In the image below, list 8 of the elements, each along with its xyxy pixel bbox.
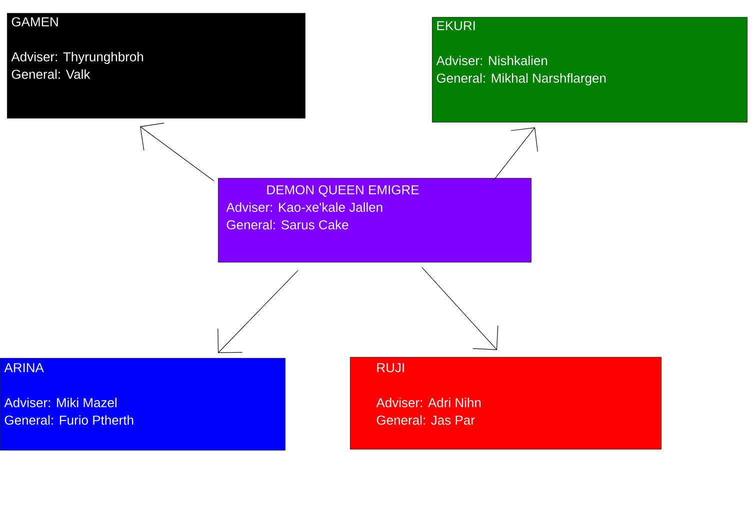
arrow: [422, 267, 498, 350]
faction-box: DEMON QUEEN EMIGRE Adviser: Kao-xe'kale Jallen General: Sarus Cake: [218, 178, 532, 262]
faction-box: GAMEN Adviser: Thyrunghbroh General: Valk: [7, 13, 306, 118]
faction-box: EKURI Adviser: Nishkalien General: Mikhal Narshflargen: [432, 17, 748, 122]
arrow: [218, 270, 298, 353]
arrow: [140, 122, 214, 182]
faction-box: RUJI Adviser: Adri Nihn General: Jas Par: [350, 357, 662, 450]
faction-box: ARINA Adviser: Miki Mazel General: Furio Ptherth: [0, 358, 286, 450]
